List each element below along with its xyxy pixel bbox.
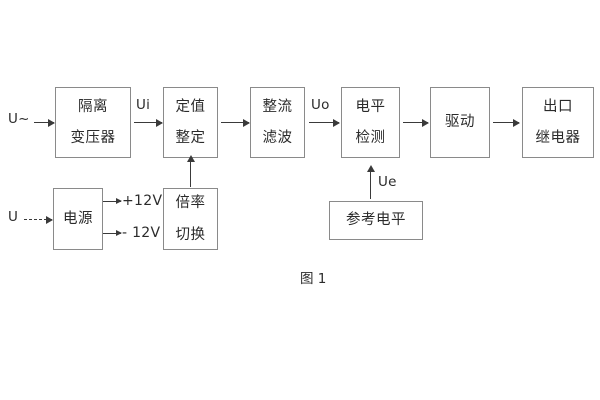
block-reference-level-line-1: 参考电平 [346, 212, 406, 229]
block-isolation-transformer-line-2: 变压器 [70, 130, 116, 146]
block-multiplier-switch-line-2: 切换 [175, 226, 206, 243]
block-isolation-transformer-line-1: 隔离 [78, 98, 108, 115]
arrow-ac-input-to-isolation-transformer [34, 118, 55, 127]
rail-label-negative: - 12V [122, 225, 161, 241]
input-label-dc: U [8, 209, 19, 225]
arrow-setting-value-to-rectifier-filter [221, 118, 250, 127]
signal-label-ue: Ue [378, 174, 397, 190]
block-isolation-transformer[interactable]: 隔离 变压器 [55, 87, 131, 158]
signal-label-uo: Uo [311, 97, 330, 113]
arrow-isolation-transformer-to-setting-value [134, 118, 163, 127]
arrow-rectifier-filter-to-level-detection [309, 118, 340, 127]
block-rectifier-filter-line-1: 整流 [262, 98, 293, 115]
arrow-level-detection-to-drive [403, 118, 429, 127]
signal-label-ui: Ui [136, 97, 151, 113]
block-drive-line-1: 驱动 [445, 114, 475, 131]
arrow-reference-level-to-level-detection [366, 165, 375, 199]
arrow-dc-input-to-power-supply [24, 215, 53, 224]
block-multiplier-switch[interactable]: 倍率 切换 [163, 188, 218, 250]
block-power-supply[interactable]: 电源 [53, 188, 103, 250]
block-rectifier-filter[interactable]: 整流 滤波 [250, 87, 305, 158]
block-reference-level[interactable]: 参考电平 [329, 201, 423, 240]
arrow-rail-positive [103, 198, 122, 205]
arrow-drive-to-output-relay [493, 118, 520, 127]
block-multiplier-switch-line-1: 倍率 [175, 195, 206, 211]
block-output-relay[interactable]: 出口 继电器 [522, 87, 594, 158]
block-drive[interactable]: 驱动 [430, 87, 490, 158]
block-setting-value-line-1: 定值 [175, 98, 206, 115]
input-label-ac: U~ [8, 111, 30, 127]
rail-label-positive: +12V [122, 193, 163, 209]
block-level-detection-line-2: 检测 [355, 130, 386, 146]
block-rectifier-filter-line-2: 滤波 [262, 130, 293, 146]
arrow-rail-negative [103, 230, 122, 237]
block-setting-value[interactable]: 定值 整定 [163, 87, 218, 158]
block-output-relay-line-1: 出口 [543, 98, 573, 115]
block-power-supply-line-1: 电源 [63, 210, 93, 227]
figure-caption: 图 1 [300, 271, 327, 287]
block-output-relay-line-2: 继电器 [535, 130, 581, 146]
arrow-multiplier-switch-to-setting-value [186, 155, 195, 187]
block-level-detection[interactable]: 电平 检测 [341, 87, 400, 158]
block-level-detection-line-1: 电平 [355, 98, 386, 115]
block-setting-value-line-2: 整定 [175, 130, 206, 146]
